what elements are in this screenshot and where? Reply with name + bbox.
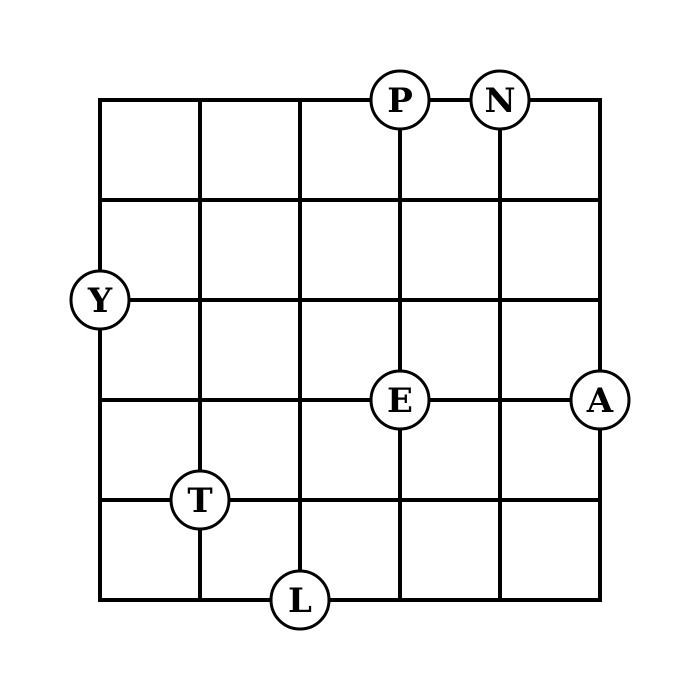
letter-node-circle bbox=[569, 369, 631, 431]
letter-node-label: N bbox=[484, 81, 515, 121]
letter-node-a: A bbox=[569, 369, 631, 431]
letter-node-circle bbox=[169, 469, 231, 531]
letter-node-p: P bbox=[369, 69, 431, 131]
letter-node-n: N bbox=[469, 69, 531, 131]
letter-node-y: Y bbox=[69, 269, 131, 331]
grid-lines bbox=[98, 98, 602, 602]
letter-node-label: E bbox=[387, 381, 413, 421]
letter-node-label: T bbox=[187, 481, 212, 521]
letter-node-label: P bbox=[387, 81, 413, 121]
letter-node-circle bbox=[269, 569, 331, 631]
letter-node-circle bbox=[69, 269, 131, 331]
letter-node-circle bbox=[469, 69, 531, 131]
grid-nodes: P N Y E A T L bbox=[69, 69, 631, 631]
letter-node-t: T bbox=[169, 469, 231, 531]
letter-node-label: A bbox=[586, 381, 614, 421]
letter-node-label: Y bbox=[87, 281, 113, 321]
letter-node-l: L bbox=[269, 569, 331, 631]
letter-node-circle bbox=[369, 369, 431, 431]
letter-node-e: E bbox=[369, 369, 431, 431]
letter-node-circle bbox=[369, 69, 431, 131]
letter-node-label: L bbox=[288, 581, 312, 621]
